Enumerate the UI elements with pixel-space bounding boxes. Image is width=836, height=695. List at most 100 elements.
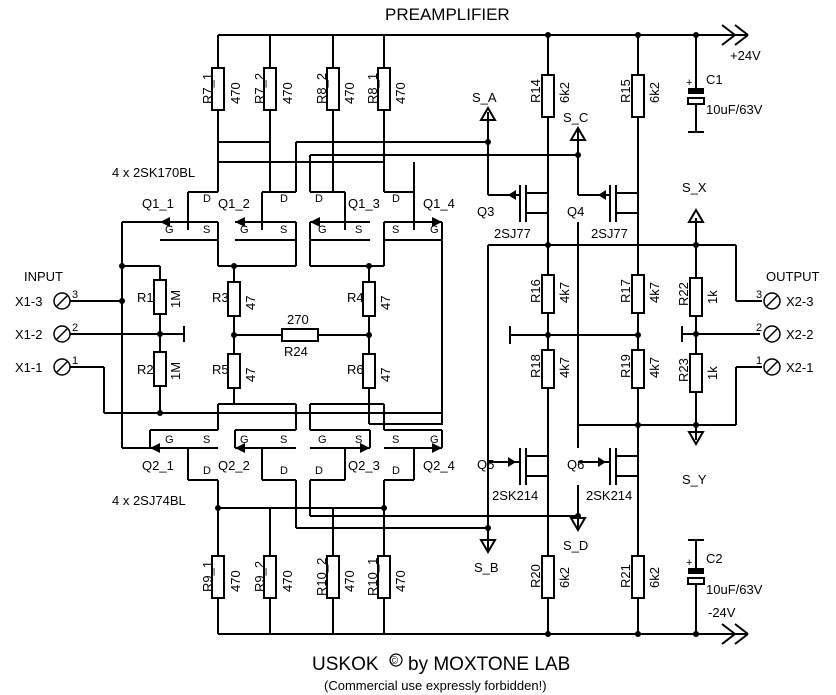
- r7-2-ref: R7_2: [252, 73, 267, 104]
- q1-2-g: G: [240, 224, 249, 236]
- r5-val: 47: [243, 368, 258, 382]
- positive-rail: [218, 24, 749, 46]
- center-network: [227, 263, 376, 404]
- r3-ref: R3: [212, 290, 229, 305]
- x2-3-label: X2-3: [786, 294, 813, 309]
- r21-val: 6k2: [647, 567, 662, 588]
- x2-pin2: 2: [756, 322, 762, 334]
- negative-rail: [218, 623, 749, 645]
- r8-2-ref: R8_2: [314, 73, 329, 104]
- q2-4-s: S: [392, 434, 399, 446]
- q1-1-g: G: [165, 224, 174, 236]
- r1-val: 1M: [168, 290, 183, 308]
- r15-ref: R15: [618, 79, 633, 103]
- footer-brand: USKOK: [312, 654, 379, 675]
- c2-ref: C2: [706, 551, 723, 566]
- r8-2-val: 470: [342, 82, 357, 104]
- copyright-icon: [389, 653, 403, 667]
- r24-ref: R24: [284, 344, 308, 359]
- r20-val: 6k2: [557, 567, 572, 588]
- r4-ref: R4: [347, 290, 364, 305]
- q1-2-d: D: [280, 193, 288, 205]
- q1-4-g: G: [430, 224, 439, 236]
- r8-1-val: 470: [393, 82, 408, 104]
- r2-val: 1M: [168, 362, 183, 380]
- q1-3-d: D: [315, 193, 323, 205]
- top-jfet-array: [122, 141, 578, 425]
- r23-ref: R23: [676, 358, 691, 382]
- capacitor-c1: [687, 32, 705, 133]
- page-title: PREAMPLIFIER: [385, 5, 510, 24]
- c1-val: 10uF/63V: [706, 102, 763, 117]
- r19-val: 4k7: [647, 357, 662, 378]
- top-fets-label: 4 x 2SK170BL: [112, 165, 195, 180]
- r6-ref: R6: [347, 362, 364, 377]
- r4-val: 47: [378, 296, 393, 310]
- c2-val: 10uF/63V: [706, 582, 763, 597]
- r7-2-val: 470: [280, 82, 295, 104]
- r8-1-ref: R8_1: [365, 73, 380, 104]
- bottom-jfet-array: [122, 403, 578, 529]
- r9-1-val: 470: [228, 570, 243, 592]
- q1-3-g: G: [318, 224, 327, 236]
- c2-plus: +: [686, 557, 692, 569]
- q2-1-g: G: [165, 434, 174, 446]
- footer-copy: ©: [390, 655, 398, 667]
- r9-1-ref: R9_1: [200, 561, 215, 592]
- r23-val: 1k: [705, 366, 720, 380]
- r9-2-ref: R9_2: [252, 561, 267, 592]
- r5-ref: R5: [212, 362, 229, 377]
- r10-1-ref: R10_1: [365, 558, 380, 596]
- x1-1-label: X1-1: [15, 360, 42, 375]
- input-connectors: [53, 292, 442, 414]
- q2-3-s: S: [355, 434, 362, 446]
- r21-ref: R21: [618, 564, 633, 588]
- top-jfet-labels: Q1_1 Q1_2 Q1_3 Q1_4 D D D D G G G G S S …: [142, 193, 455, 236]
- q2-2-d: D: [280, 465, 288, 477]
- q3-ref: Q3: [477, 204, 494, 219]
- r7-1-val: 470: [228, 82, 243, 104]
- q1-2-s: S: [280, 224, 287, 236]
- output-title: OUTPUT: [766, 269, 820, 284]
- q1-4-s: S: [392, 224, 399, 236]
- output-stage-labels: S_A S_C S_B S_D R14 6k2 R15 6k2 Q3 2SJ77…: [472, 79, 662, 588]
- r17-val: 4k7: [647, 282, 662, 303]
- x1-pin3: 3: [72, 289, 78, 301]
- q1-4-d: D: [392, 193, 400, 205]
- sb-label: S_B: [474, 560, 499, 575]
- output-network: [681, 208, 781, 446]
- x2-2-label: X2-2: [786, 327, 813, 342]
- x2-pin1: 1: [756, 355, 762, 367]
- r18-val: 4k7: [557, 357, 572, 378]
- capacitor-c2: [687, 539, 705, 637]
- q2-4-d: D: [392, 465, 400, 477]
- r16-val: 4k7: [557, 282, 572, 303]
- q4-type: 2SJ77: [591, 226, 628, 241]
- x1-2-label: X1-2: [15, 327, 42, 342]
- r3-val: 47: [243, 296, 258, 310]
- x2-pin3: 3: [756, 289, 762, 301]
- q6-ref: Q6: [567, 457, 584, 472]
- q2-2-s: S: [280, 434, 287, 446]
- q2-1-d: D: [203, 465, 211, 477]
- q6-type: 2SK214: [586, 488, 632, 503]
- sx-label: S_X: [682, 180, 707, 195]
- q1-1-ref: Q1_1: [142, 196, 174, 211]
- q2-1-ref: Q2_1: [142, 458, 174, 473]
- r14-val: 6k2: [557, 82, 572, 103]
- bottom-fets-label: 4 x 2SJ74BL: [112, 493, 186, 508]
- q1-4-ref: Q1_4: [423, 196, 455, 211]
- q3-type: 2SJ77: [494, 226, 531, 241]
- sd-label: S_D: [563, 538, 588, 553]
- q1-1-d: D: [203, 193, 211, 205]
- x1-3-label: X1-3: [15, 294, 42, 309]
- r19-ref: R19: [618, 354, 633, 378]
- q1-3-ref: Q1_3: [348, 196, 380, 211]
- positive-supply-label: +24V: [730, 48, 761, 63]
- r1-ref: R1: [137, 290, 154, 305]
- c1-plus: +: [686, 77, 692, 89]
- r2-ref: R2: [137, 362, 154, 377]
- x1-pin2: 2: [72, 322, 78, 334]
- sy-label: S_Y: [682, 472, 707, 487]
- q2-3-g: G: [318, 434, 327, 446]
